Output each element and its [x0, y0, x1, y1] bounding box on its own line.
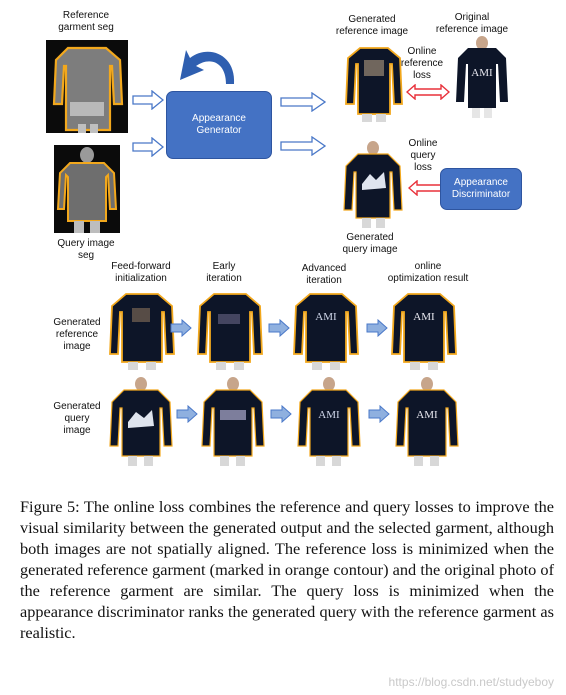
arrow-generator-to-reference: [280, 92, 326, 112]
arrow-ref-2: [268, 319, 290, 337]
query-advanced-iteration-image: AMI: [297, 377, 361, 466]
generated-query-image-top: [343, 141, 403, 228]
arrow-ref-1: [170, 319, 192, 337]
arrow-ref-3: [366, 319, 388, 337]
reference-feed-forward-image: [109, 293, 175, 370]
query-feed-forward-image: [109, 377, 173, 466]
query-optimization-result-image: AMI: [395, 377, 459, 466]
svg-text:AMI: AMI: [413, 311, 435, 323]
svg-text:AMI: AMI: [318, 409, 340, 421]
ami-logo-text: AMI: [471, 67, 493, 79]
arrow-query-2: [270, 405, 292, 423]
arrow-query-1: [176, 405, 198, 423]
figure-caption: Figure 5: The online loss combines the r…: [20, 497, 554, 642]
reference-early-iteration-image: [197, 293, 263, 370]
watermark: https://blog.csdn.net/studyeboy: [388, 675, 554, 689]
svg-text:AMI: AMI: [315, 311, 337, 323]
query-segmentation-image: [54, 145, 120, 233]
reference-loss-double-arrow: [406, 84, 450, 100]
original-reference-image-top: AMI: [456, 36, 508, 118]
arrow-query-3: [368, 405, 390, 423]
query-early-iteration-image: [201, 377, 265, 466]
arrow-generator-to-query: [280, 136, 326, 156]
svg-text:AMI: AMI: [416, 409, 438, 421]
query-to-discriminator-arrow: [408, 180, 442, 196]
arrow-reference-to-generator: [132, 90, 164, 110]
reference-optimization-result-image: AMI: [391, 293, 457, 370]
arrow-query-to-generator: [132, 137, 164, 157]
reference-advanced-iteration-image: AMI: [293, 293, 359, 370]
feedback-curved-arrow: [180, 50, 235, 84]
reference-segmentation-image: [46, 40, 128, 133]
generated-reference-image-top: [345, 47, 403, 122]
